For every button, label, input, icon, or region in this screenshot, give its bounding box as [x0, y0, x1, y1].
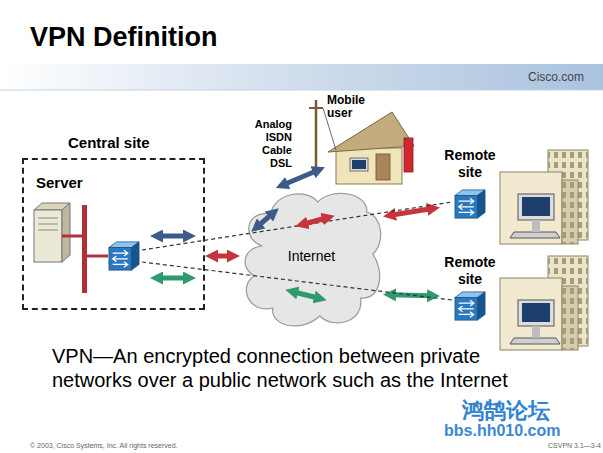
mobile-user: Mobile user	[325, 92, 413, 186]
brand-label: Cisco.com	[528, 70, 584, 84]
tunnel-connector	[214, 254, 231, 259]
internet-cloud: Internet	[240, 188, 383, 330]
title-rule	[0, 90, 603, 91]
building-icon	[500, 150, 588, 244]
tunnel-line	[142, 202, 452, 300]
caption-text: VPN—An encrypted connection between priv…	[52, 344, 547, 392]
watermark: bbs.hh010.com	[444, 422, 560, 440]
watermark: bbs.hh010.com	[444, 422, 560, 440]
copyright-note: © 2003, Cisco Systems, Inc. All rights r…	[30, 442, 178, 449]
node-label: Central site	[68, 134, 247, 151]
slide-number: CSVPN 3.1—3-4	[548, 442, 601, 449]
remote-site: Remote site	[440, 252, 592, 350]
node-label: Remote site	[440, 147, 500, 181]
copyright-note: © 2003, Cisco Systems, Inc. All rights r…	[30, 442, 178, 449]
brand-label: Cisco.com	[528, 70, 584, 84]
watermark: 鸿鹄论坛	[462, 396, 550, 426]
remote-site: Remote site	[440, 145, 592, 249]
title-band	[0, 64, 603, 90]
house-icon	[328, 112, 414, 184]
access-types: Analog ISDN Cable DSL	[244, 118, 292, 170]
tunnel-connector	[284, 171, 317, 185]
router-icon	[109, 242, 139, 270]
slide-title: VPN Definition	[30, 22, 218, 53]
slide-number: CSVPN 3.1—3-4	[548, 442, 601, 449]
node-label: Mobile user	[327, 94, 373, 120]
router-icon	[455, 190, 485, 218]
server-node: Server	[36, 174, 103, 284]
building-icon	[500, 256, 588, 350]
title-text: VPN Definition	[30, 22, 218, 53]
tunnel-connector	[392, 209, 431, 215]
node-label: Remote site	[440, 254, 500, 288]
node-label: Server	[36, 174, 103, 191]
node-label: Internet	[240, 248, 383, 264]
server-icon	[34, 203, 70, 262]
lan-bus	[62, 205, 108, 293]
caption-block: VPN—An encrypted connection between priv…	[52, 344, 547, 392]
router-icon	[455, 292, 485, 320]
tunnel-arrow	[159, 214, 326, 298]
tunnel-connector	[392, 295, 431, 296]
access-types: Analog ISDN Cable DSL	[244, 118, 292, 170]
watermark: 鸿鹄论坛	[462, 396, 550, 426]
